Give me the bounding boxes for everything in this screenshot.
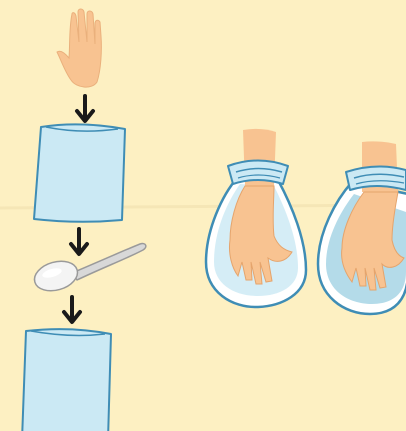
plastic-bag-icon: [22, 329, 111, 431]
plastic-bag-icon: [34, 124, 125, 221]
hand-in-water-bag-icon: [318, 141, 406, 314]
hand-icon: [57, 9, 101, 87]
arrow-down-icon: [71, 229, 87, 254]
arrow-down-icon: [77, 96, 93, 121]
arrow-down-icon: [64, 297, 80, 322]
spoon-icon: [31, 244, 146, 296]
hand-in-bag-icon: [206, 129, 306, 307]
